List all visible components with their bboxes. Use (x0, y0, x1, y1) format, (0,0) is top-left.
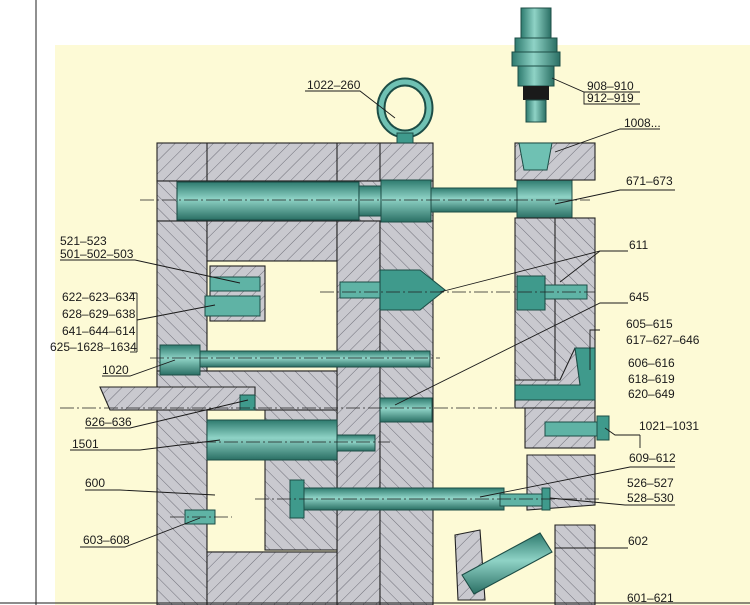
label-605-615: 605–615 (626, 317, 673, 331)
label-609-612: 609–612 (629, 451, 676, 465)
label-1021-1031: 1021–1031 (639, 419, 699, 433)
eye-bolt (376, 77, 434, 144)
label-620-649: 620–649 (628, 387, 675, 401)
top-clamp-plate (156, 142, 434, 182)
label-1022-260: 1022–260 (307, 78, 361, 92)
core-insert-left (379, 269, 446, 311)
label-1501: 1501 (72, 437, 99, 451)
label-1008: 1008... (624, 116, 661, 130)
core-insert-right (516, 275, 546, 311)
leader-lines (0, 77, 750, 604)
label-611: 611 (629, 238, 648, 252)
left-bar (99, 386, 256, 411)
left-wall (156, 220, 208, 605)
latch-bracket (514, 347, 596, 401)
label-601-621: 601–621 (627, 591, 674, 605)
label-528-530: 528–530 (627, 491, 674, 505)
bottom-plate (206, 551, 338, 605)
inner-plate-top (206, 220, 338, 262)
guide-rod-671-673 (140, 179, 590, 223)
label-1020: 1020 (102, 363, 129, 377)
label-600: 600 (85, 476, 105, 490)
angled-pin (461, 532, 553, 595)
label-521-523: 521–523 (60, 234, 107, 248)
part-labels: 1022–260 908–910 912–919 1008... 671–673… (50, 78, 700, 605)
label-908-910: 908–910 (587, 79, 634, 93)
nozzle-assembly (511, 7, 561, 123)
components (60, 269, 610, 595)
label-645: 645 (629, 290, 649, 304)
label-603-608: 603–608 (83, 533, 130, 547)
label-671-673: 671–673 (626, 174, 673, 188)
label-641-644-614: 641–644–614 (62, 324, 136, 338)
label-618-619: 618–619 (628, 372, 675, 386)
label-912-919: 912–919 (587, 91, 634, 105)
label-526-527: 526–527 (627, 476, 674, 490)
label-606-616: 606–616 (628, 356, 675, 370)
label-622-623-634: 622–623–634 (62, 290, 136, 304)
label-625-1628-1634: 625–1628–1634 (50, 340, 137, 354)
label-617-627-646: 617–627–646 (626, 333, 700, 347)
label-626-636: 626–636 (85, 415, 132, 429)
label-501-502-503: 501–502–503 (60, 247, 134, 261)
slide-block-right (554, 524, 596, 605)
label-628-629-638: 628–629–638 (62, 307, 136, 321)
label-602: 602 (628, 534, 648, 548)
center-column (336, 220, 381, 605)
